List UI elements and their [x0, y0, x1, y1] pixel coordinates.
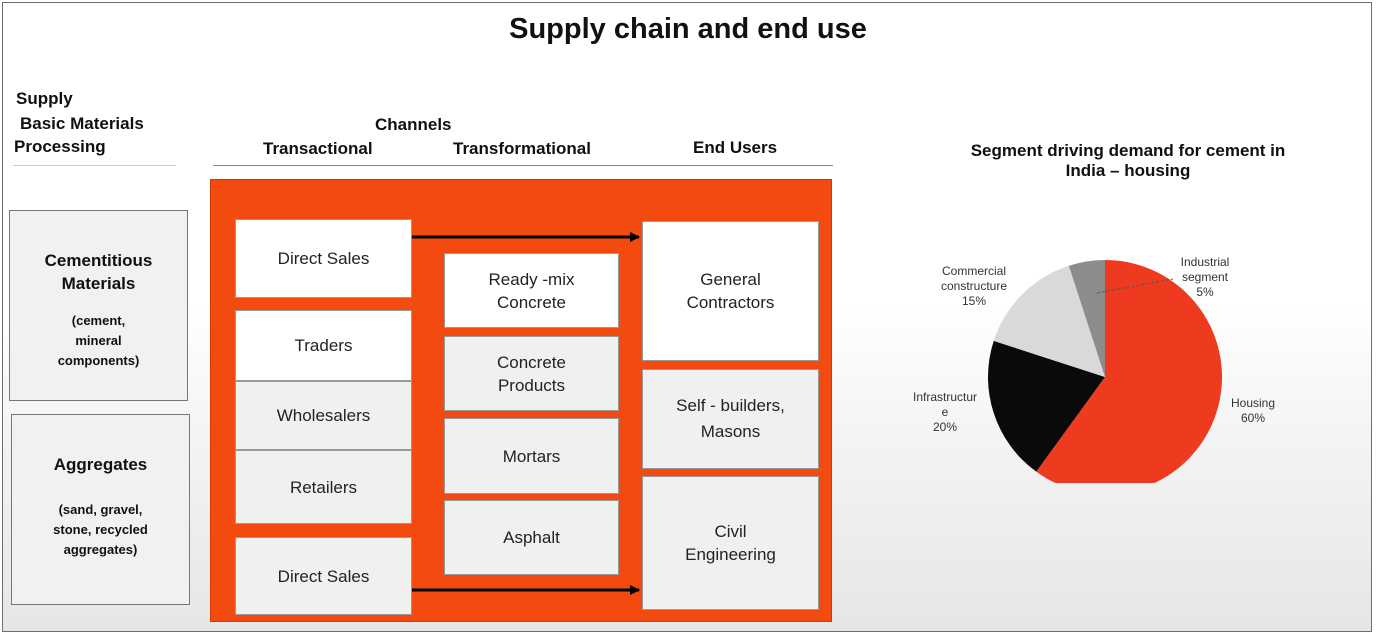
slide-title: Supply chain and end use — [509, 13, 867, 45]
left-box-detail-line: aggregates) — [63, 542, 138, 557]
channels-panel: Direct Sales Traders Wholesalers Retaile… — [210, 179, 832, 622]
transformational-text: Mortars — [503, 445, 561, 468]
transformational-line: Products — [497, 375, 566, 395]
pie-slice-industrial — [1068, 260, 1105, 377]
header-transactional: Transactional — [263, 139, 373, 158]
transformational-text: Asphalt — [503, 526, 560, 549]
transactional-direct-sales-bottom: Direct Sales — [235, 537, 412, 615]
transformational-line: Mortars — [502, 446, 561, 466]
pie-slice-commercial — [993, 265, 1105, 377]
left-box-detail-line: mineral — [75, 333, 122, 348]
pie-slice-infrastructure — [988, 340, 1105, 472]
header-transformational: Transformational — [453, 139, 591, 158]
header-processing: Processing — [14, 137, 106, 156]
pie-leader-industrial — [1096, 278, 1174, 294]
end-user-self-builders-masons: Self - builders, Masons — [642, 369, 819, 469]
end-user-line: Contractors — [686, 293, 775, 312]
transformational-line: Concrete — [497, 292, 566, 312]
left-box-detail-line: components) — [57, 353, 140, 368]
aggregates-box: Aggregates (sand, gravel, stone, recycled a… — [11, 414, 190, 605]
header-end-users: End Users — [693, 138, 778, 157]
flow-arrows — [412, 232, 640, 595]
end-user-text: Self - builders, Masons — [676, 393, 785, 445]
channels-underline — [213, 165, 833, 166]
end-user-line: Self - builders, — [676, 396, 785, 415]
left-box-detail-line: (cement, — [71, 313, 126, 328]
left-box-detail-line: (sand, gravel, — [58, 502, 143, 517]
left-box-title-line: Materials — [61, 274, 136, 293]
end-user-line: Masons — [700, 422, 761, 441]
pie-slice-housing — [1036, 260, 1222, 483]
end-user-line: Engineering — [685, 545, 776, 564]
transactional-traders: Traders — [235, 310, 412, 381]
left-box-title-line: Aggregates — [53, 455, 148, 474]
transactional-retailers: Retailers — [235, 450, 412, 524]
transformational-mortars: Mortars — [444, 418, 619, 494]
transformational-asphalt: Asphalt — [444, 500, 619, 575]
spacer — [12, 476, 189, 500]
transformational-line: Ready -mix — [488, 269, 575, 289]
transformational-line: Asphalt — [503, 528, 560, 547]
header-basic-materials: Basic Materials — [20, 114, 144, 133]
end-user-line: General — [700, 270, 761, 289]
pie-title-line: Segment driving demand for cement in — [970, 141, 1286, 160]
header-channels: Channels — [375, 115, 452, 134]
transactional-wholesalers: Wholesalers — [235, 381, 412, 450]
transactional-direct-sales-top: Direct Sales — [235, 219, 412, 298]
pie-title-line: India – housing — [1065, 161, 1191, 180]
left-box-title-line: Cementitious — [44, 251, 153, 270]
end-user-line: Civil — [714, 522, 747, 541]
spacer — [10, 295, 187, 311]
left-box-detail-line: stone, recycled — [53, 522, 148, 537]
header-supply: Supply — [16, 89, 73, 108]
transformational-line: Concrete — [497, 352, 566, 372]
supply-underline — [13, 165, 176, 166]
